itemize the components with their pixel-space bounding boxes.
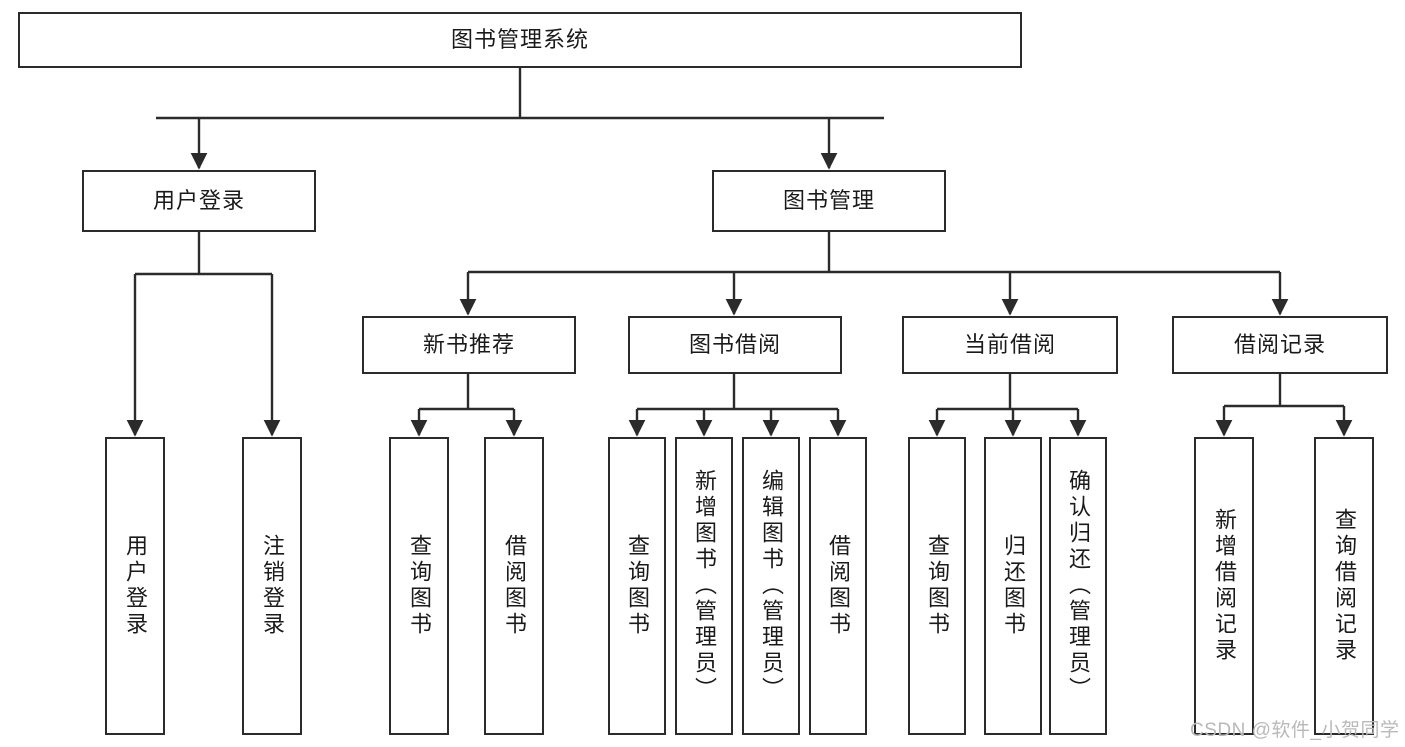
node-leaf[interactable]: 借阅图书 bbox=[809, 437, 867, 735]
node-label: 查询借阅记录 bbox=[1331, 508, 1357, 664]
node-label: 图书管理 bbox=[782, 187, 875, 213]
node-label: 用户登录 bbox=[152, 187, 245, 213]
node-label: 新增图书（管理员） bbox=[691, 469, 717, 703]
node-borrow-record[interactable]: 借阅记录 bbox=[1172, 316, 1388, 374]
node-label: 查询图书 bbox=[406, 534, 432, 638]
node-label: 新增借阅记录 bbox=[1211, 508, 1237, 664]
node-label: 图书管理系统 bbox=[450, 26, 589, 52]
node-leaf[interactable]: 查询图书 bbox=[608, 437, 666, 735]
node-label: 查询图书 bbox=[924, 534, 950, 638]
node-label: 当前借阅 bbox=[963, 331, 1056, 357]
node-leaf[interactable]: 编辑图书（管理员） bbox=[742, 437, 800, 735]
node-book-management[interactable]: 图书管理 bbox=[712, 170, 946, 232]
node-label: 注销登录 bbox=[259, 534, 285, 638]
node-label: 新书推荐 bbox=[422, 331, 515, 357]
node-label: 图书借阅 bbox=[688, 331, 781, 357]
node-leaf[interactable]: 新增图书（管理员） bbox=[675, 437, 733, 735]
node-label: 编辑图书（管理员） bbox=[758, 469, 784, 703]
node-label: 用户登录 bbox=[122, 534, 148, 638]
node-label: 确认归还（管理员） bbox=[1065, 469, 1091, 703]
node-leaf[interactable]: 注销登录 bbox=[242, 437, 302, 735]
node-label: 归还图书 bbox=[1000, 534, 1026, 638]
node-leaf[interactable]: 查询图书 bbox=[389, 437, 449, 735]
node-leaf[interactable]: 确认归还（管理员） bbox=[1049, 437, 1107, 735]
node-user-login[interactable]: 用户登录 bbox=[82, 170, 316, 232]
node-leaf[interactable]: 借阅图书 bbox=[484, 437, 544, 735]
node-root-system[interactable]: 图书管理系统 bbox=[18, 12, 1022, 68]
node-leaf[interactable]: 归还图书 bbox=[984, 437, 1042, 735]
node-leaf[interactable]: 查询图书 bbox=[908, 437, 966, 735]
node-current-borrow[interactable]: 当前借阅 bbox=[902, 316, 1118, 374]
node-leaf[interactable]: 用户登录 bbox=[105, 437, 165, 735]
node-label: 查询图书 bbox=[624, 534, 650, 638]
node-new-book-recommend[interactable]: 新书推荐 bbox=[362, 316, 576, 374]
node-label: 借阅记录 bbox=[1233, 331, 1326, 357]
node-label: 借阅图书 bbox=[825, 534, 851, 638]
node-book-borrow[interactable]: 图书借阅 bbox=[628, 316, 842, 374]
node-leaf[interactable]: 新增借阅记录 bbox=[1194, 437, 1254, 735]
node-label: 借阅图书 bbox=[501, 534, 527, 638]
csdn-watermark: CSDN @软件_小贺同学 bbox=[1190, 720, 1400, 741]
node-leaf[interactable]: 查询借阅记录 bbox=[1314, 437, 1374, 735]
